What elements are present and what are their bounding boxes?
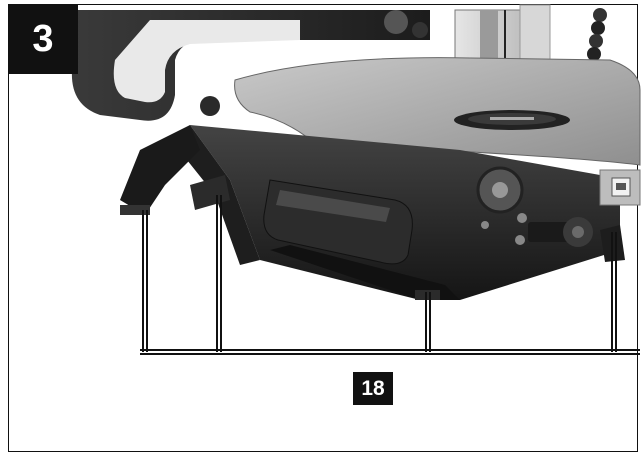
arm-knob-2 [412,22,428,38]
work-table [234,57,641,166]
front-tray [270,245,460,300]
bottom-foot [415,290,440,300]
step-number-badge: 3 [8,4,78,74]
left-foot [120,125,200,215]
part-callout-label: 18 [353,372,393,405]
arm-opening [113,20,300,103]
arm-knob [384,10,408,34]
leader-lines [140,195,640,355]
arm-screw [200,96,220,116]
